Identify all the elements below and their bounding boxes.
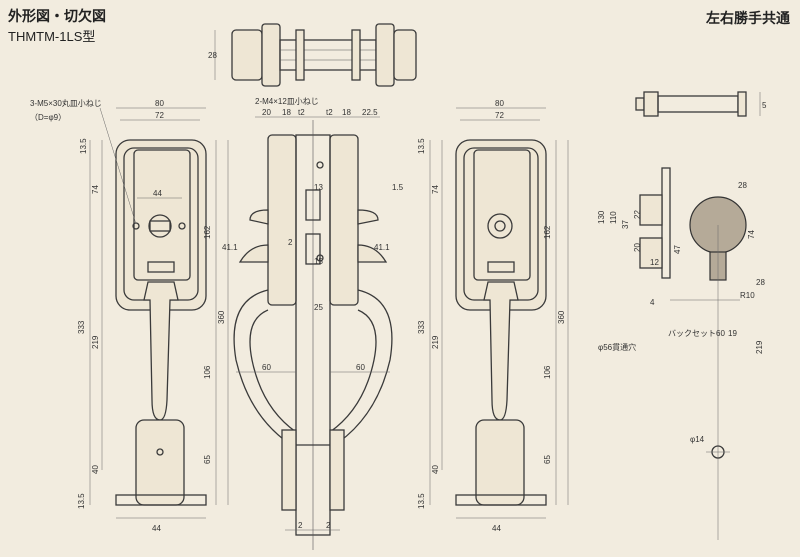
dim-13-5-bottom-r: 13.5 <box>417 493 426 509</box>
dim-4: 4 <box>650 298 655 307</box>
common-note: 左右勝手共通 <box>706 10 790 26</box>
dim-162-right: 162 <box>543 225 552 239</box>
dim-13-5-top-r: 13.5 <box>417 138 426 154</box>
dim-80-left: 80 <box>155 99 164 108</box>
dim-1-5: 1.5 <box>392 183 404 192</box>
dim-44-right-bottom: 44 <box>492 524 501 533</box>
dim-t2-b: t2 <box>326 108 333 117</box>
dim-2-bottom-right: 2 <box>326 521 331 530</box>
note-radius: R10 <box>740 291 755 300</box>
dim-t2-a: t2 <box>298 108 305 117</box>
dim-65-left: 65 <box>203 455 212 464</box>
dim-360-right: 360 <box>557 310 566 324</box>
dim-219-right: 219 <box>431 335 440 349</box>
dim-22-5: 22.5 <box>362 108 378 117</box>
dim-41-1-right: 41.1 <box>374 243 390 252</box>
dim-65-right: 65 <box>543 455 552 464</box>
front-view-left: 80 72 44 44 13.5 74 333 219 40 13.5 162 … <box>30 98 229 533</box>
dim-110: 110 <box>609 211 618 224</box>
side-section-view: 20 18 t2 t2 18 22.5 13 1.5 41.1 41.1 2 1… <box>222 97 404 550</box>
dim-20: 20 <box>262 108 271 117</box>
dim-333-left: 333 <box>77 320 86 334</box>
dim-18-b: 18 <box>342 108 351 117</box>
dim-44-left-bottom: 44 <box>152 524 161 533</box>
note-pin-dia: φ14 <box>690 435 705 444</box>
note-side-screw: 2-M4×12皿小ねじ <box>255 97 319 106</box>
dim-18: 18 <box>282 108 291 117</box>
dim-5-latch: 5 <box>762 101 767 110</box>
dim-74-left: 74 <box>91 185 100 194</box>
dim-47: 47 <box>673 245 682 254</box>
dim-25: 25 <box>314 303 323 312</box>
model-number: THMTM-1LS型 <box>8 29 96 44</box>
dim-333-right: 333 <box>417 320 426 334</box>
dim-80-right: 80 <box>495 99 504 108</box>
dim-28-cutout: 28 <box>738 181 747 190</box>
dim-60-left: 60 <box>262 363 271 372</box>
dim-15: 15 <box>314 257 323 266</box>
dim-19: 19 <box>728 329 737 338</box>
note-front-screw-dia: （D=φ9） <box>30 113 66 122</box>
dim-13-5-bottom: 13.5 <box>77 493 86 509</box>
dim-20-cutout: 20 <box>633 243 642 252</box>
door-cutout-view: 28 28 130 110 37 22 20 47 74 12 4 R10 バッ… <box>597 167 765 540</box>
dim-28-cutout-b: 28 <box>756 278 765 287</box>
front-view-right: 80 72 44 13.5 74 333 219 40 13.5 162 360… <box>417 99 569 533</box>
dim-22: 22 <box>633 210 642 219</box>
dim-360-left: 360 <box>217 310 226 324</box>
dim-219-left: 219 <box>91 335 100 349</box>
dim-74-cutout: 74 <box>747 230 756 239</box>
dim-44-left: 44 <box>153 189 162 198</box>
dim-106-left: 106 <box>203 365 212 379</box>
top-plan-view: 28 <box>208 23 417 87</box>
dim-2-side: 2 <box>288 238 293 247</box>
dim-130: 130 <box>597 210 606 224</box>
dim-219-cutout: 219 <box>755 340 764 354</box>
dim-13-5-top: 13.5 <box>79 138 88 154</box>
dim-162-left: 162 <box>203 225 212 239</box>
dim-13: 13 <box>314 183 323 192</box>
dim-41-1-left: 41.1 <box>222 243 238 252</box>
dim-106-right: 106 <box>543 365 552 379</box>
dim-60-right: 60 <box>356 363 365 372</box>
dim-28-top: 28 <box>208 51 217 60</box>
dim-72-left: 72 <box>155 111 164 120</box>
latch-view: 5 <box>635 91 767 117</box>
note-backset: バックセット60 <box>668 329 725 338</box>
dim-2-bottom-left: 2 <box>298 521 303 530</box>
dim-74-right: 74 <box>431 185 440 194</box>
note-front-screw: 3-M5×30丸皿小ねじ <box>30 98 102 108</box>
note-through-hole: φ56貫通穴 <box>598 342 636 352</box>
dim-72-right: 72 <box>495 111 504 120</box>
drawing-title: 外形図・切欠図 <box>8 8 106 24</box>
dim-40-right: 40 <box>431 465 440 474</box>
dim-40-left: 40 <box>91 465 100 474</box>
dim-37: 37 <box>621 220 630 229</box>
dim-12: 12 <box>650 258 659 267</box>
